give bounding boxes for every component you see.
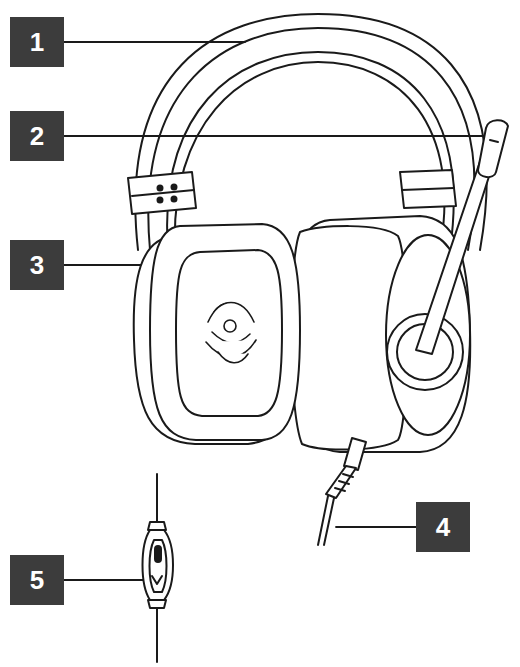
speaker-grille xyxy=(206,303,256,363)
right-earcup xyxy=(290,216,470,452)
callout-box: 3 xyxy=(10,240,64,290)
callout-box: 4 xyxy=(416,502,470,552)
hinge xyxy=(128,170,456,214)
headband xyxy=(135,14,486,250)
callout-number: 4 xyxy=(436,514,450,540)
callout-number: 1 xyxy=(30,29,44,55)
right-cable xyxy=(318,438,366,545)
left-earcup xyxy=(134,224,300,444)
callout-box: 1 xyxy=(10,17,64,67)
callout-number: 5 xyxy=(30,567,44,593)
callout-box: 2 xyxy=(10,111,64,161)
callout-number: 2 xyxy=(30,123,44,149)
callout-number: 3 xyxy=(30,252,44,278)
microphone-boom xyxy=(416,120,508,354)
callout-box: 5 xyxy=(10,555,64,605)
inline-control xyxy=(143,474,174,662)
